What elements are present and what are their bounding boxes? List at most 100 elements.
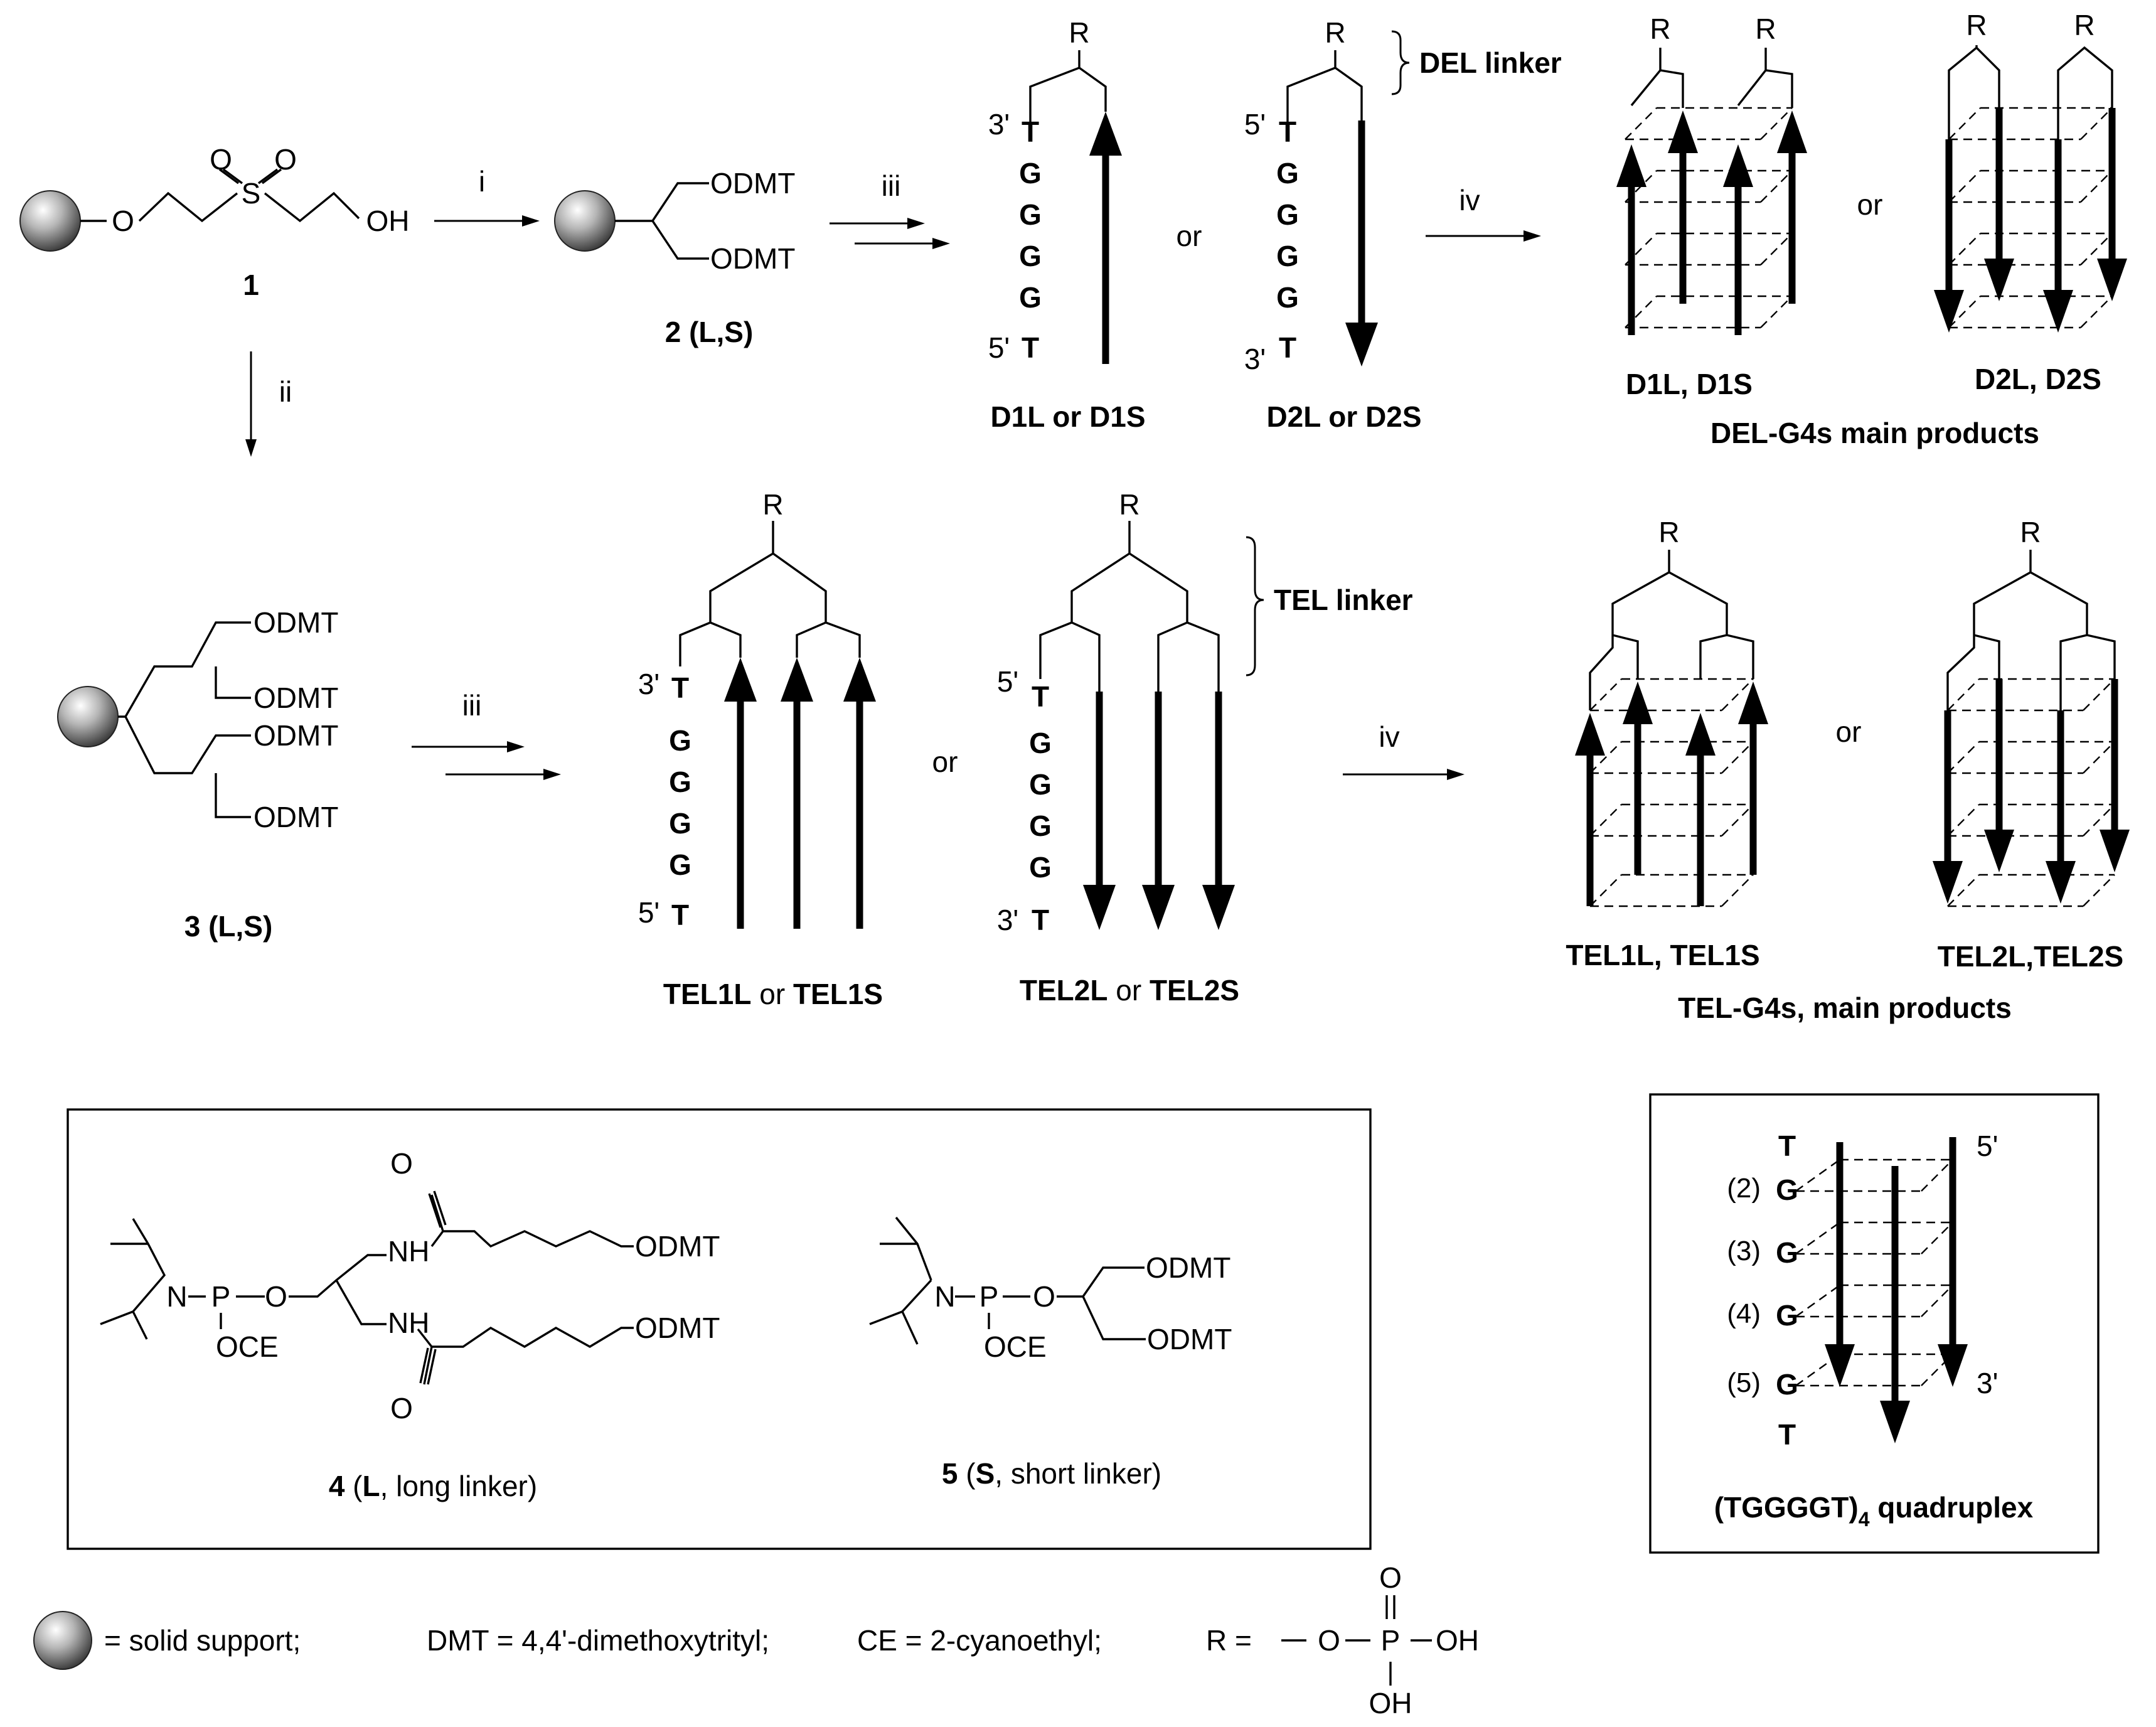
tel-main-products-caption: TEL-G4s, main products: [1678, 992, 2012, 1024]
atom-O-carbonyl-upper: O: [390, 1147, 413, 1180]
del-linker-label: DEL linker: [1419, 46, 1562, 79]
base-G: G: [1776, 1299, 1798, 1332]
ODMT-upper: ODMT: [710, 167, 795, 200]
del-main-products-caption: DEL-G4s main products: [1710, 417, 2039, 449]
compound-5-bonds: [869, 1216, 1146, 1345]
atom-O: O: [265, 1280, 287, 1313]
prime-3-label: 3': [638, 668, 659, 700]
compound-4: N P O OCE NH NH O O ODMT ODMT 4 (L, long…: [100, 1147, 720, 1502]
legend-dmt: DMT = 4,4'-dimethoxytrityl;: [427, 1624, 769, 1657]
base-G: G: [1029, 810, 1052, 842]
ODMT-4: ODMT: [253, 801, 338, 833]
compound-1-number: 1: [243, 269, 259, 301]
tggggt-quadruplex: T G G G G T (2) (3) (4) (5) 5' 3' (TGGGG…: [1714, 1130, 2034, 1531]
step-iii-label: iii: [882, 169, 901, 202]
position-label: (2): [1727, 1173, 1761, 1204]
d1-label: D1L or D1S: [990, 400, 1145, 433]
legend-ce: CE = 2-cyanoethyl;: [857, 1624, 1102, 1657]
base-G: G: [1029, 768, 1052, 801]
compound-2-bonds: [615, 182, 709, 260]
compound-2: ODMT ODMT 2 (L,S): [554, 167, 795, 348]
base-G: G: [1276, 157, 1299, 190]
atom-O: O: [112, 205, 134, 237]
atom-P: P: [979, 1280, 999, 1313]
atom-NH-lower: NH: [388, 1307, 429, 1339]
R-label: R: [1119, 488, 1139, 521]
arrow-step-iv-middle: iv: [1343, 720, 1465, 780]
atom-OCE: OCE: [984, 1330, 1047, 1363]
base-T: T: [1279, 115, 1296, 148]
tel2-products-label: TEL2L,TEL2S: [1938, 940, 2123, 973]
base-G: G: [669, 807, 691, 840]
base-G: G: [1019, 157, 1042, 190]
base-G: G: [1029, 851, 1052, 884]
compound-4-bonds: [100, 1194, 634, 1385]
base-T: T: [1022, 115, 1039, 148]
ODMT-upper: ODMT: [1146, 1251, 1230, 1284]
tel2-product-quadruplex: R TEL2L,TEL2S: [1933, 516, 2130, 973]
legend-solid-support: = solid support;: [104, 1624, 301, 1657]
tel1-label: TEL1L or TEL1S: [663, 978, 883, 1010]
R-label: R: [2020, 516, 2041, 548]
del-linker-brace: [1391, 30, 1410, 95]
R-label: R: [762, 488, 783, 521]
atom-N: N: [166, 1280, 187, 1313]
base-G: G: [1029, 727, 1052, 759]
del-linker-bonds: [1286, 67, 1363, 123]
tel-linker-bonds: [679, 521, 861, 666]
d2-strand: R 5' T G G G G T 3' DEL linker D2L or D2…: [1244, 16, 1562, 433]
atom-O: O: [1033, 1280, 1055, 1313]
base-G: G: [669, 724, 691, 757]
R-label: R: [1966, 9, 1987, 41]
arrow-step-i: i: [434, 165, 540, 227]
base-G: G: [1019, 198, 1042, 231]
arrow-step-iv-top: iv: [1426, 184, 1541, 242]
base-T: T: [1032, 904, 1049, 936]
d1-strand: R 3' T G G G G T 5' D1L or D1S: [988, 16, 1146, 433]
prime-5-label: 5': [997, 665, 1018, 698]
ODMT-1: ODMT: [253, 606, 338, 639]
atom-O-carbonyl-lower: O: [390, 1392, 413, 1425]
base-G: G: [1276, 240, 1299, 272]
compound-5-label: 5 (S, short linker): [942, 1457, 1161, 1490]
arrow-step-iii-middle: iii: [412, 689, 561, 780]
prime-3-label: 3': [1244, 343, 1266, 375]
base-T: T: [1279, 331, 1296, 364]
sulfonyl-bonds: [218, 168, 282, 184]
atom-P: P: [211, 1280, 231, 1313]
compound-1: O S O O OH 1: [19, 143, 410, 301]
ODMT-3: ODMT: [253, 719, 338, 752]
compound-3-bonds: [118, 621, 251, 818]
del-linker-bonds: [1029, 67, 1107, 123]
solid-support-bead: [554, 190, 616, 252]
ODMT-upper: ODMT: [635, 1230, 720, 1263]
step-ii-label: ii: [279, 375, 292, 408]
compound-5: N P O OCE ODMT ODMT 5 (S, short linker): [869, 1216, 1232, 1490]
or-connector: or: [1836, 715, 1862, 748]
base-T: T: [671, 899, 689, 931]
tel1-strand: R 3' T G G G G T 5' TEL1L or TEL1S: [638, 488, 883, 1010]
solid-support-bead: [19, 190, 81, 252]
d1-products-label: D1L, D1S: [1626, 368, 1753, 400]
atom-N: N: [934, 1280, 955, 1313]
tel1-product-quadruplex: R TEL1L, TEL1S: [1566, 516, 1768, 971]
arrow-step-iii-top: iii: [830, 169, 950, 249]
R-label: R: [1325, 16, 1345, 49]
R-label: R: [2074, 9, 2095, 41]
ODMT-lower: ODMT: [635, 1312, 720, 1344]
compound-2-label: 2 (L,S): [665, 316, 754, 348]
base-G: G: [669, 848, 691, 881]
solid-support-bead: [33, 1611, 92, 1670]
prime-3-label: 3': [1977, 1367, 1998, 1399]
atom-OH-lower: OH: [1369, 1687, 1412, 1719]
d2-product-quadruplex: R R D2L, D2S: [1934, 9, 2127, 395]
quadruplex-caption: (TGGGGT)4 quadruplex: [1714, 1491, 2034, 1531]
base-T: T: [1022, 331, 1039, 364]
d2-products-label: D2L, D2S: [1975, 363, 2101, 395]
base-G: G: [1776, 1368, 1798, 1401]
prime-5-label: 5': [1244, 108, 1266, 141]
position-label: (5): [1727, 1367, 1761, 1398]
R-label: R: [1658, 516, 1679, 548]
base-G: G: [1276, 281, 1299, 314]
